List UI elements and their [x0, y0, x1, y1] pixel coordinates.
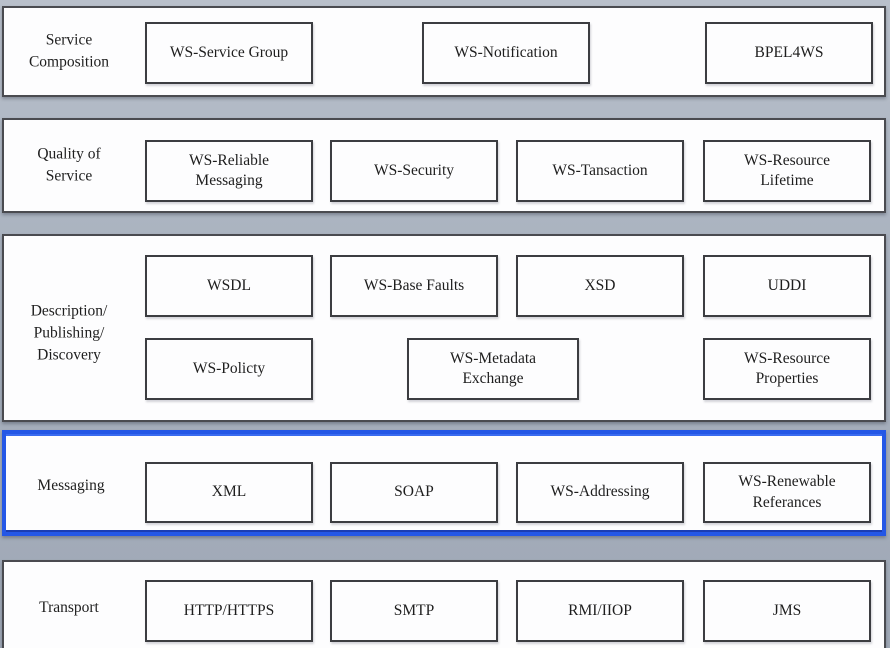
box-http-https: HTTP/HTTPS	[145, 580, 313, 642]
box-wsdl: WSDL	[145, 255, 313, 317]
box-ws-security: WS-Security	[330, 140, 498, 202]
box-xsd: XSD	[516, 255, 684, 317]
box-ws-reliable-messaging: WS-Reliable Messaging	[145, 140, 313, 202]
box-ws-metadata-exchange: WS-Metadata Exchange	[407, 338, 579, 400]
layer-messaging-highlighted: Messaging XML SOAP WS-Addressing WS-Rene…	[2, 430, 886, 536]
box-ws-renewable-referances: WS-Renewable Referances	[703, 462, 871, 523]
layer-label-transport: Transport	[39, 598, 99, 616]
box-ws-resource-lifetime: WS-Resource Lifetime	[703, 140, 871, 202]
box-bpel4ws: BPEL4WS	[705, 22, 873, 84]
box-soap: SOAP	[330, 462, 498, 523]
layer-service-composition: Service Composition WS-Service Group WS-…	[2, 6, 886, 97]
box-ws-tansaction: WS-Tansaction	[516, 140, 684, 202]
box-smtp: SMTP	[330, 580, 498, 642]
box-ws-resource-properties: WS-Resource Properties	[703, 338, 871, 400]
layer-quality-of-service: Quality of Service WS-Reliable Messaging…	[2, 118, 886, 213]
layer-label-messaging: Messaging	[37, 476, 105, 494]
layer-description-publishing-discovery: Description/ Publishing/ Discovery WSDL …	[2, 234, 886, 422]
box-ws-notification: WS-Notification	[422, 22, 590, 84]
layer-transport: Transport HTTP/HTTPS SMTP RMI/IIOP JMS	[2, 560, 886, 648]
box-ws-addressing: WS-Addressing	[516, 462, 684, 523]
box-xml: XML	[145, 462, 313, 523]
box-rmi-iiop: RMI/IIOP	[516, 580, 684, 642]
layer-label-description-publishing-discovery: Description/ Publishing/ Discovery	[30, 301, 108, 364]
layer-label-service-composition: Service Composition	[28, 31, 110, 71]
layer-label-quality-of-service: Quality of Service	[37, 145, 101, 185]
box-ws-base-faults: WS-Base Faults	[330, 255, 498, 317]
box-uddi: UDDI	[703, 255, 871, 317]
box-ws-policty: WS-Policty	[145, 338, 313, 400]
box-ws-service-group: WS-Service Group	[145, 22, 313, 84]
box-jms: JMS	[703, 580, 871, 642]
